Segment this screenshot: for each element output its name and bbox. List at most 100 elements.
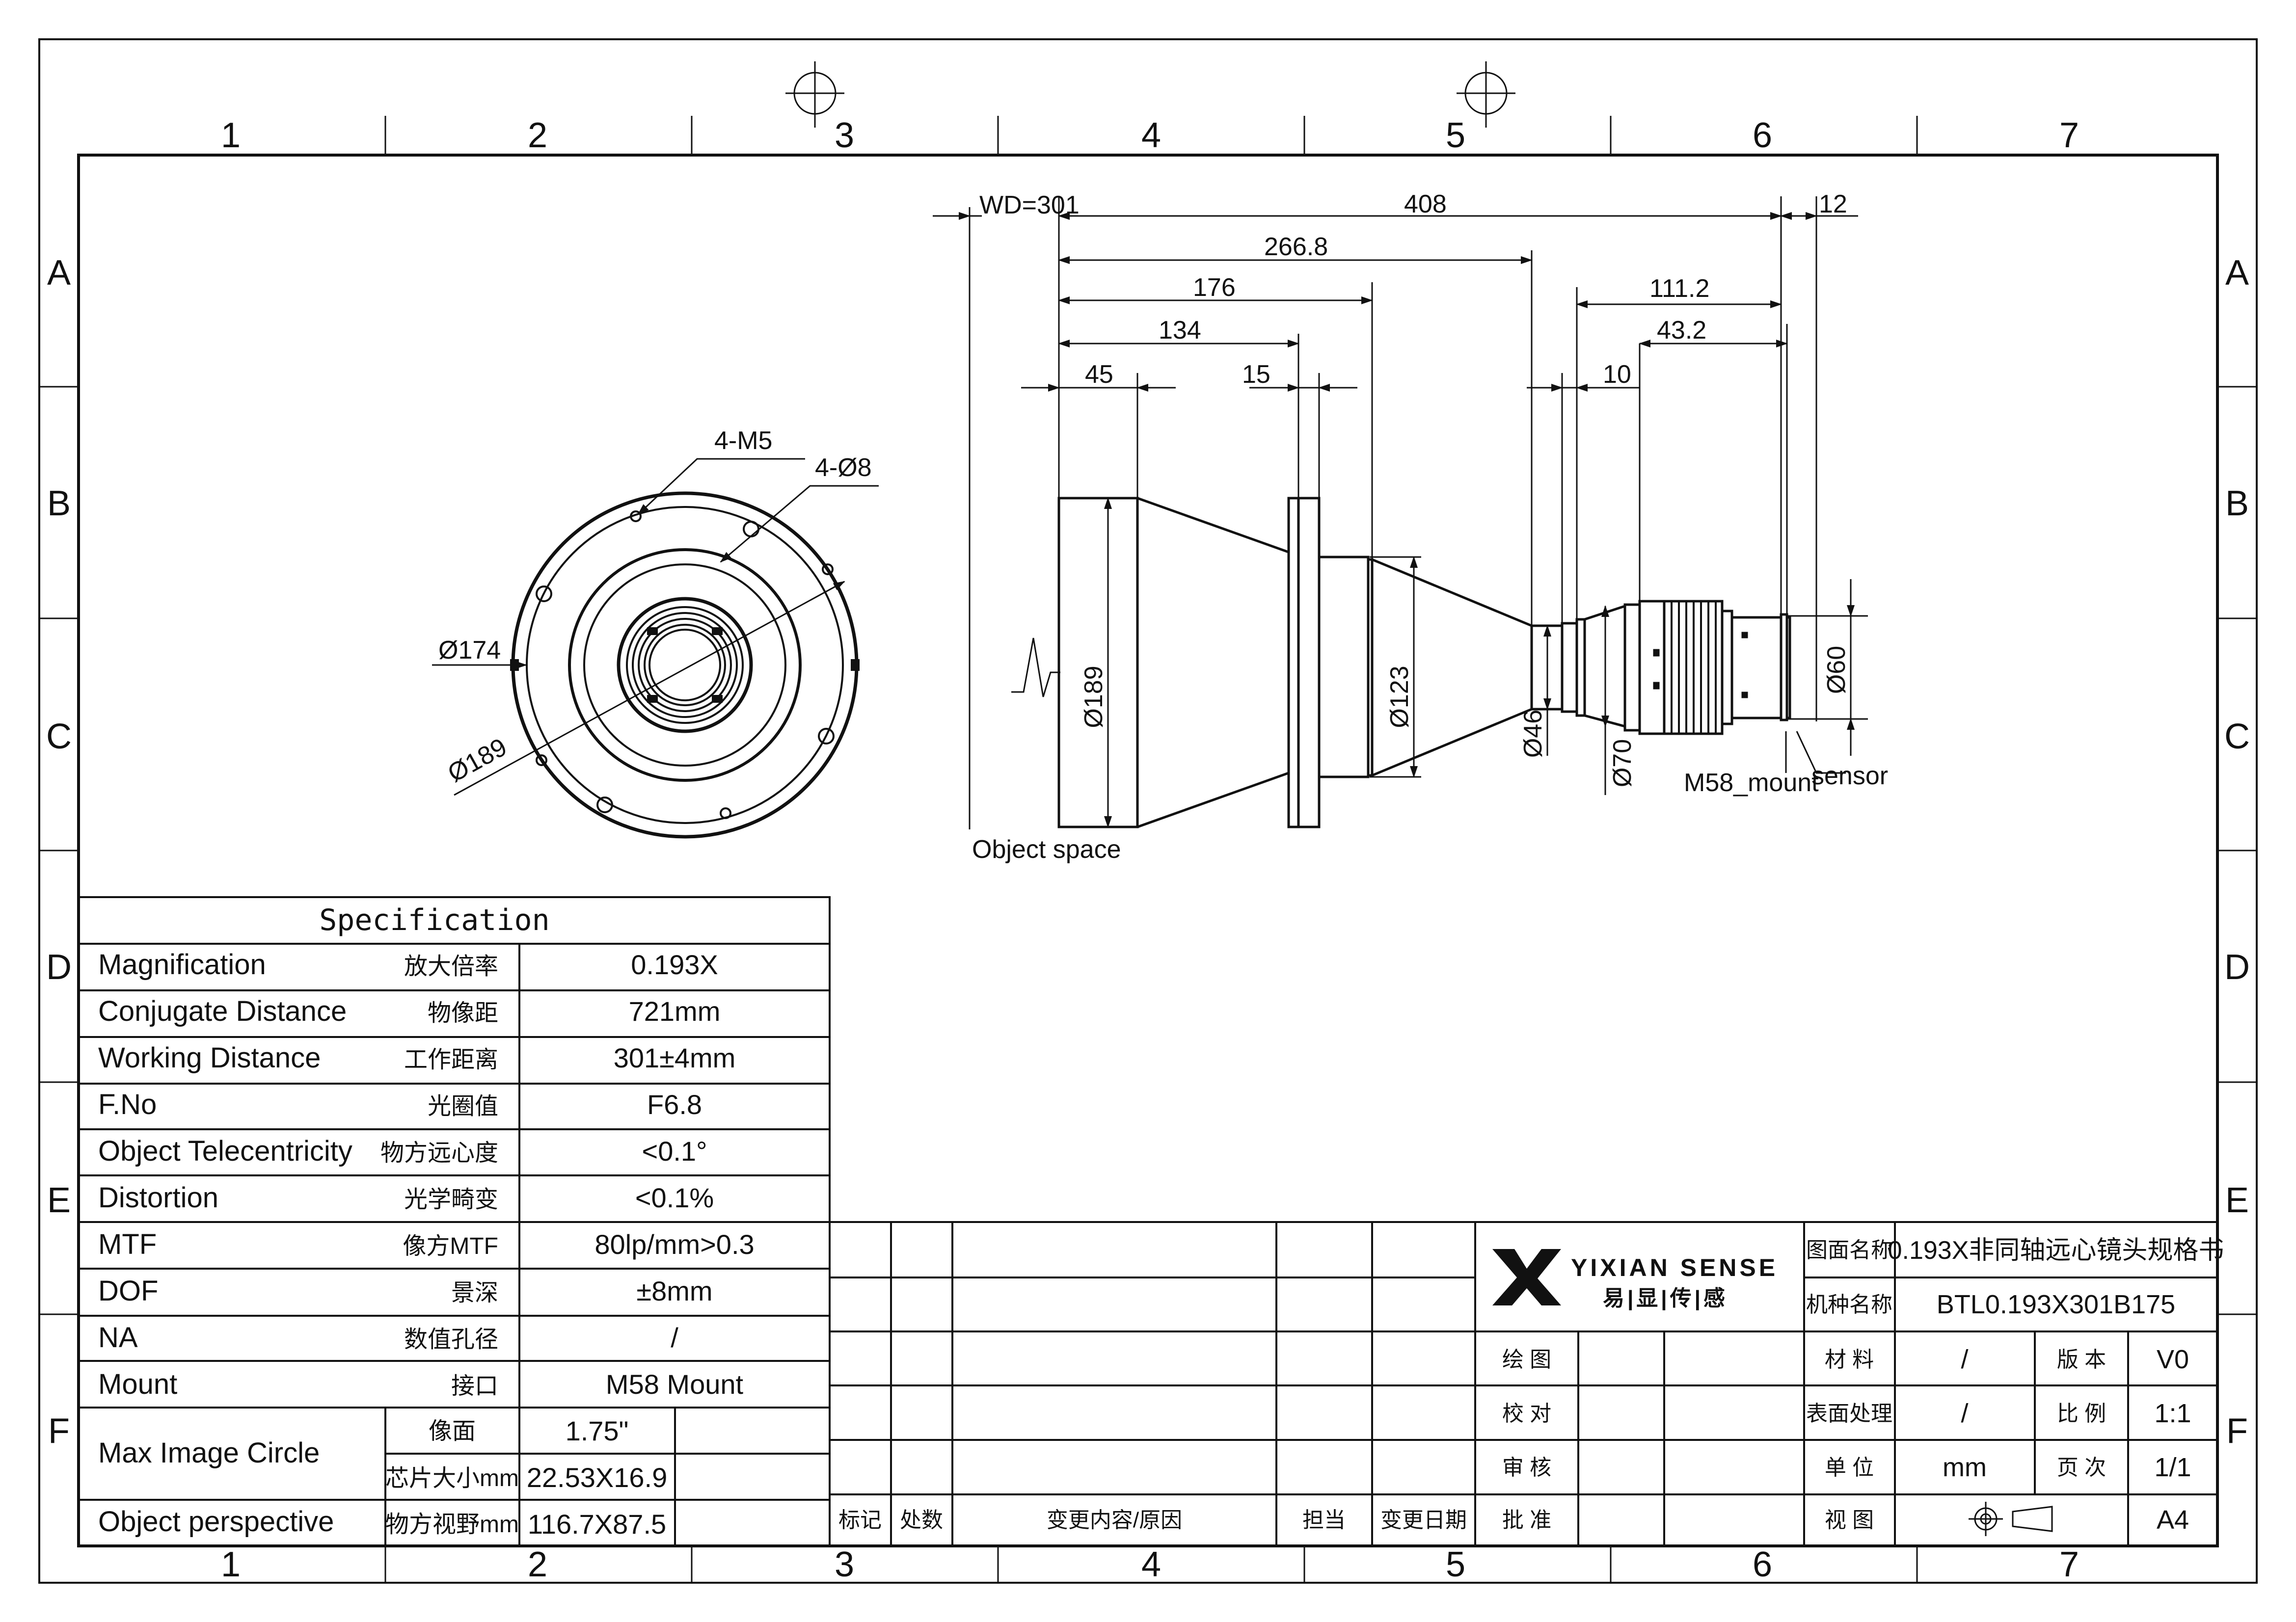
scale-label: 比 例 (2057, 1402, 2106, 1426)
side-view-labels: WD=301 408 12 266.8 176 111.2 134 43.2 4… (972, 190, 1888, 864)
spec-val: 721mm (629, 996, 721, 1027)
col-label-top: 3 (835, 116, 854, 155)
dim-10: 10 (1603, 360, 1631, 389)
row-label-left: B (47, 484, 71, 523)
spec-sub: 物方视野mm (385, 1512, 519, 1538)
dim-134: 134 (1159, 316, 1201, 345)
company-logo: YIXIAN SENSE 易|显|传|感 (1492, 1249, 1775, 1311)
material-label: 材 料 (1825, 1348, 1874, 1372)
label-sensor: sensor (1811, 762, 1888, 790)
spec-cn: 光学畸变 (404, 1187, 498, 1213)
paper-size: A4 (2157, 1505, 2189, 1535)
sign-label: 校 对 (1502, 1402, 1551, 1426)
spec-val: F6.8 (647, 1089, 702, 1120)
rev-header: 担当 (1302, 1508, 1346, 1532)
dia-123: Ø123 (1385, 665, 1414, 728)
drawing-name-label: 图面名称 (1806, 1238, 1892, 1262)
dia-189-side: Ø189 (1080, 665, 1108, 728)
rev-header: 变更内容/原因 (1047, 1508, 1182, 1532)
title-block (829, 1221, 2218, 1547)
spec-en: NA (98, 1322, 138, 1354)
label-m58-mount: M58_mount (1684, 769, 1819, 797)
dim-111-2: 111.2 (1649, 274, 1709, 303)
surface-value: / (1961, 1399, 1968, 1428)
frame-labels: 1 2 3 4 5 6 7 1 2 3 4 5 6 7 A B C D E F … (46, 116, 2250, 1584)
col-label-bottom: 1 (221, 1545, 241, 1584)
scale-value: 1:1 (2154, 1399, 2191, 1428)
dim-45: 45 (1085, 360, 1113, 389)
label-4-m5: 4-M5 (714, 426, 772, 455)
dia-70: Ø70 (1608, 739, 1637, 787)
spec-en: F.No (98, 1089, 157, 1120)
col-label-bottom: 6 (1753, 1545, 1772, 1584)
spec-cn: 景深 (451, 1280, 498, 1306)
row-label-left: F (48, 1411, 70, 1451)
spec-cn: 数值孔径 (404, 1327, 498, 1353)
sign-label: 批 准 (1502, 1508, 1551, 1532)
spec-table-text: Specification Magnification Conjugate Di… (98, 903, 755, 1540)
dim-12: 12 (1819, 190, 1847, 218)
logo-x-icon (1492, 1249, 1561, 1305)
spec-en: MTF (98, 1228, 157, 1260)
row-label-right: F (2226, 1411, 2248, 1451)
surface-label: 表面处理 (1806, 1402, 1892, 1426)
spec-title: Specification (319, 903, 550, 937)
col-label-bottom: 7 (2059, 1545, 2079, 1584)
version-value: V0 (2157, 1345, 2189, 1374)
spec-val: <0.1° (642, 1136, 707, 1167)
dim-176: 176 (1193, 273, 1236, 302)
spec-val: 301±4mm (614, 1042, 736, 1073)
logo-text-cn: 易|显|传|感 (1603, 1286, 1728, 1311)
spec-en: Object perspective (98, 1506, 334, 1538)
label-dia-189: Ø189 (443, 733, 512, 788)
spec-en: Working Distance (98, 1042, 321, 1074)
spec-sub: 芯片大小mm (385, 1465, 519, 1491)
model-label: 机种名称 (1806, 1293, 1892, 1317)
spec-val: 22.53X16.9 (527, 1462, 667, 1493)
rev-header: 标记 (838, 1508, 882, 1532)
spec-val: 0.193X (631, 949, 718, 980)
spec-en: Mount (98, 1368, 177, 1400)
front-view (432, 458, 879, 839)
spec-cn: 物方远心度 (380, 1140, 498, 1166)
col-label-bottom: 3 (835, 1545, 854, 1584)
spec-val: <0.1% (635, 1182, 714, 1213)
col-label-top: 1 (221, 116, 241, 155)
col-label-top: 4 (1141, 116, 1161, 155)
title-block-text: 标记 处数 变更内容/原因 担当 变更日期 绘 图 校 对 审 核 批 准 图面… (838, 1238, 2106, 1532)
spec-en: Object Telecentricity (98, 1135, 352, 1167)
spec-en: Magnification (98, 949, 266, 981)
spec-cn: 光圈值 (428, 1093, 498, 1119)
spec-cn: 接口 (451, 1373, 498, 1399)
page-label: 页 次 (2057, 1456, 2106, 1480)
col-label-top: 6 (1753, 116, 1772, 155)
dim-408: 408 (1404, 190, 1447, 218)
row-label-right: A (2225, 253, 2249, 292)
dim-266-8: 266.8 (1264, 233, 1328, 261)
spec-cn: 工作距离 (404, 1047, 498, 1073)
spec-en: Distortion (98, 1182, 218, 1214)
col-label-top: 7 (2059, 116, 2079, 155)
projection-symbol-icon (1969, 1502, 2053, 1536)
col-label-bottom: 5 (1446, 1545, 1465, 1584)
label-object-space: Object space (972, 835, 1121, 864)
title-block-values: 0.193X非同轴远心镜头规格书 BTL0.193X301B175 / / mm… (1888, 1236, 2224, 1535)
dim-15: 15 (1242, 360, 1270, 389)
spec-cn: 物像距 (428, 1000, 498, 1026)
dia-46: Ø46 (1519, 710, 1547, 758)
row-label-right: B (2225, 484, 2249, 523)
spec-table (78, 896, 831, 1547)
spec-cn: 放大倍率 (404, 954, 498, 980)
row-label-right: C (2224, 717, 2250, 756)
rev-header: 处数 (900, 1508, 943, 1532)
spec-val: / (671, 1322, 678, 1353)
sign-label: 绘 图 (1502, 1348, 1551, 1372)
rev-header: 变更日期 (1380, 1508, 1467, 1532)
label-dia-174: Ø174 (438, 636, 501, 665)
col-label-top: 5 (1446, 116, 1465, 155)
col-label-bottom: 2 (528, 1545, 547, 1584)
model-name: BTL0.193X301B175 (1937, 1290, 2175, 1319)
spec-val: 80lp/mm>0.3 (594, 1229, 754, 1260)
row-label-left: A (47, 253, 71, 292)
